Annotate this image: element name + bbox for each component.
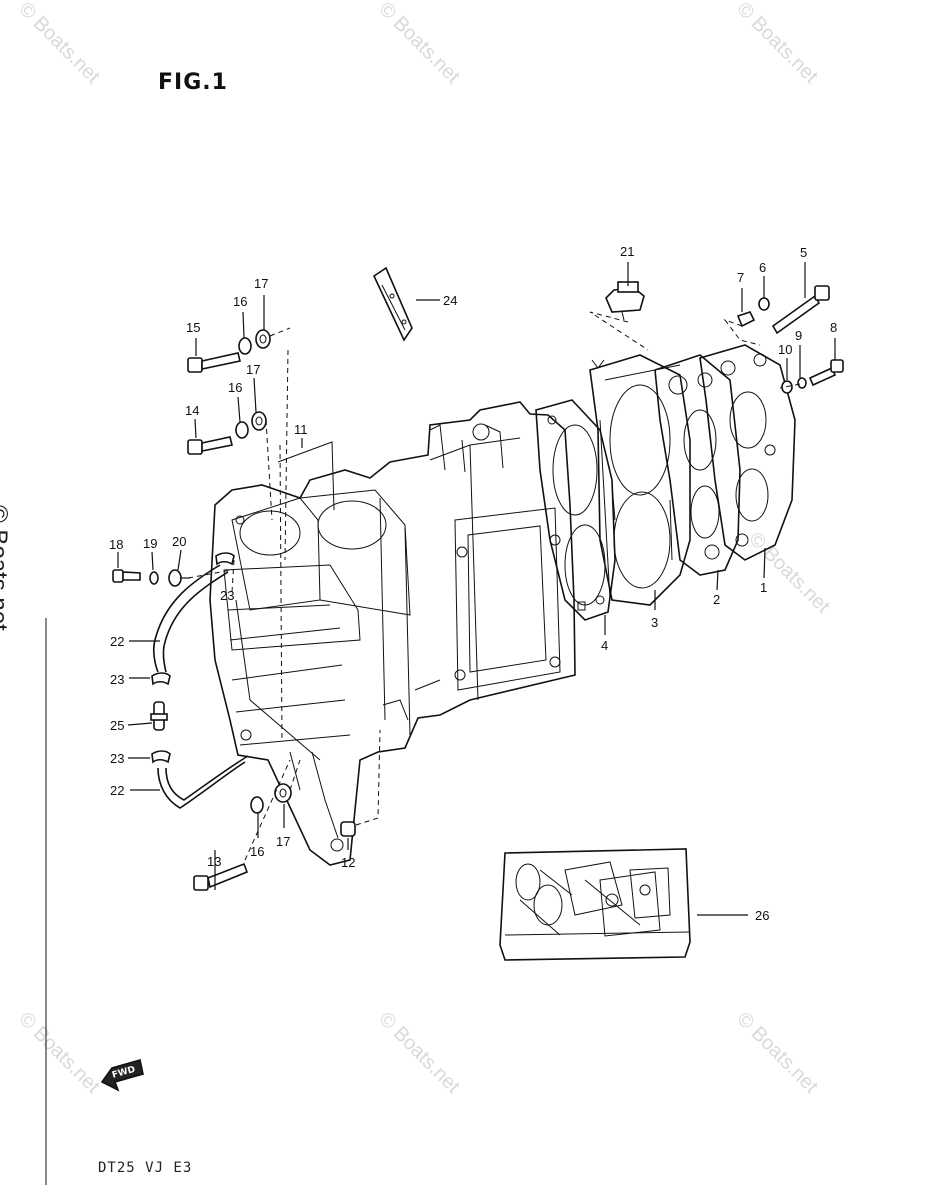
anode-plate — [372, 266, 413, 342]
bolt-15 — [187, 352, 241, 373]
thermostat-cap — [605, 281, 645, 321]
screw-18 — [112, 569, 141, 583]
model-code: DT25 VJ E3 — [98, 1160, 193, 1176]
callout-2: 2 — [713, 592, 720, 607]
washer-16-middle — [235, 421, 249, 439]
callout-22-upper: 22 — [110, 634, 124, 649]
callout-19: 19 — [143, 536, 157, 551]
hose-22-lower — [157, 755, 249, 809]
leader-lines — [117, 262, 836, 916]
gasket-set — [499, 848, 691, 961]
washer-20 — [168, 569, 182, 587]
callout-17-upper: 17 — [254, 276, 268, 291]
callout-17-middle: 17 — [246, 362, 260, 377]
hose-joint-25 — [150, 701, 168, 731]
bolt-8 — [808, 359, 844, 387]
callout-10: 10 — [778, 342, 792, 357]
bolt-14 — [187, 436, 233, 455]
callout-21: 21 — [620, 244, 634, 259]
callout-25: 25 — [110, 718, 124, 733]
callout-16-upper: 16 — [233, 294, 247, 309]
callout-16-lower: 16 — [250, 844, 264, 859]
dowel-pin-12 — [340, 821, 356, 837]
callout-4: 4 — [601, 638, 608, 653]
callout-17-lower: 17 — [276, 834, 290, 849]
bolt-5 — [771, 285, 830, 335]
callout-11: 11 — [294, 422, 308, 437]
callout-16-middle: 16 — [228, 380, 242, 395]
callout-6: 6 — [759, 260, 766, 275]
head-cover-gasket — [654, 354, 741, 576]
cylinder-head-cover — [699, 344, 796, 561]
hose-clip-23-upper — [151, 672, 171, 686]
callout-1: 1 — [760, 580, 767, 595]
callout-22-lower: 22 — [110, 783, 124, 798]
washer-17-upper — [255, 329, 271, 349]
callout-labels: 21 7 6 5 8 9 10 1 2 3 4 24 17 16 15 17 1… — [109, 244, 837, 923]
callout-8: 8 — [830, 320, 837, 335]
alignment-lines — [187, 311, 801, 861]
callout-14: 14 — [185, 403, 199, 418]
hose-22-upper — [152, 564, 229, 673]
callout-12: 12 — [341, 855, 355, 870]
cylinder-head — [589, 354, 691, 606]
callout-23-upper: 23 — [110, 672, 124, 687]
callout-15: 15 — [186, 320, 200, 335]
hose-clip-23-lower — [151, 750, 171, 764]
cylinder-block — [209, 401, 576, 866]
washer-9 — [797, 377, 807, 389]
callout-3: 3 — [651, 615, 658, 630]
hose-clip-23-block — [215, 552, 235, 566]
callout-13: 13 — [207, 854, 221, 869]
callout-18: 18 — [109, 537, 123, 552]
washer-17-middle — [251, 411, 267, 431]
bolt-13 — [193, 862, 249, 891]
callout-23-block: 23 — [220, 588, 234, 603]
washer-17-lower — [274, 783, 292, 803]
washer-6 — [758, 297, 770, 311]
washer-7 — [736, 311, 756, 328]
fwd-arrow-icon: FWD — [100, 1058, 144, 1092]
washer-16-upper — [238, 337, 252, 355]
callout-5: 5 — [800, 245, 807, 260]
figure-title: FIG.1 — [158, 70, 228, 95]
washer-19 — [149, 571, 159, 585]
callout-24: 24 — [443, 293, 457, 308]
cylinder-head-gasket — [535, 399, 616, 621]
callout-9: 9 — [795, 328, 802, 343]
washer-16-lower — [250, 796, 264, 814]
callout-23-lower: 23 — [110, 751, 124, 766]
callout-20: 20 — [172, 534, 186, 549]
callout-7: 7 — [737, 270, 744, 285]
callout-26: 26 — [755, 908, 769, 923]
